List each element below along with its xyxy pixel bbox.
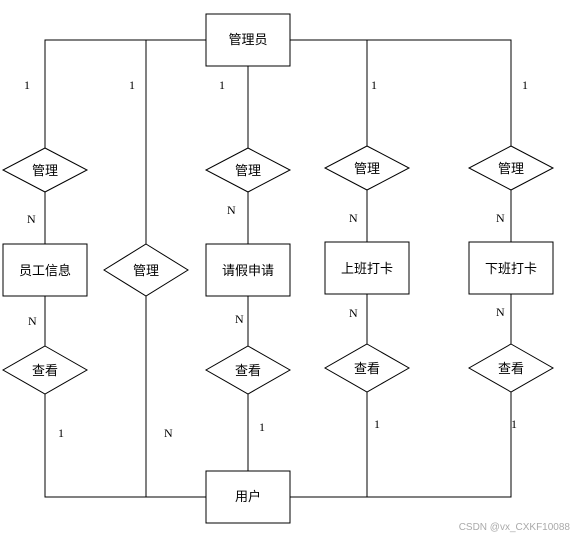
line-admin-clockout	[367, 39, 512, 146]
view-label: 查看	[498, 361, 524, 377]
cardinality-one: 1	[259, 420, 265, 434]
entity-clock-in-label: 上班打卡	[341, 262, 393, 277]
relationship-manage-user: 管理	[103, 243, 189, 297]
cardinality-many: N	[496, 211, 505, 225]
line-admin-clockin	[290, 39, 368, 146]
entity-admin-label: 管理员	[228, 33, 267, 48]
cardinality-one: 1	[374, 417, 380, 431]
entity-user-label: 用户	[235, 489, 261, 505]
cardinality-many: N	[27, 212, 36, 226]
line-admin-staff	[44, 39, 206, 148]
cardinality-many: N	[235, 312, 244, 326]
relationship-view-clockin: 查看	[323, 343, 411, 393]
manage-label: 管理	[235, 164, 261, 179]
entity-admin: 管理员	[205, 13, 291, 67]
relationship-view-leave: 查看	[204, 345, 292, 395]
cardinality-one: 1	[129, 78, 135, 92]
cardinality-many: N	[164, 426, 173, 440]
cardinality-one: 1	[511, 417, 517, 431]
cardinality-labels: 1 1 1 1 1 N N N N N N N N 1 N 1 1 1	[24, 78, 528, 440]
entity-staff-info: 员工信息	[2, 243, 88, 297]
connector-lines	[44, 39, 512, 498]
cardinality-one: 1	[24, 78, 30, 92]
view-label: 查看	[354, 361, 380, 377]
relationship-manage-leave: 管理	[204, 147, 292, 193]
entity-leave-request-label: 请假申请	[222, 264, 274, 279]
line-view-user-3	[290, 392, 368, 498]
line-view-user-4	[367, 392, 512, 498]
entity-clock-out: 下班打卡	[468, 241, 554, 295]
cardinality-many: N	[496, 305, 505, 319]
manage-label: 管理	[354, 162, 380, 177]
cardinality-many: N	[28, 314, 37, 328]
cardinality-one: 1	[371, 78, 377, 92]
relationship-view-clockout: 查看	[467, 343, 555, 393]
entity-user: 用户	[205, 470, 291, 524]
cardinality-one: 1	[522, 78, 528, 92]
line-view-user-1	[44, 394, 206, 498]
line-admin-user-manage	[145, 39, 206, 497]
cardinality-many: N	[227, 203, 236, 217]
watermark: CSDN @vx_CXKF10088	[459, 522, 571, 533]
entity-clock-in: 上班打卡	[324, 241, 410, 295]
view-label: 查看	[32, 363, 58, 379]
cardinality-many: N	[349, 211, 358, 225]
view-label: 查看	[235, 363, 261, 379]
relationship-manage-clockin: 管理	[323, 145, 411, 191]
cardinality-one: 1	[219, 78, 225, 92]
entity-leave-request: 请假申请	[205, 243, 291, 297]
manage-label: 管理	[498, 162, 524, 177]
manage-label: 管理	[133, 264, 159, 279]
entity-clock-out-label: 下班打卡	[485, 262, 537, 277]
cardinality-one: 1	[58, 426, 64, 440]
relationship-manage-staff: 管理	[1, 147, 89, 193]
relationship-manage-clockout: 管理	[467, 145, 555, 191]
manage-label: 管理	[32, 164, 58, 179]
cardinality-many: N	[349, 306, 358, 320]
relationship-view-staff: 查看	[1, 345, 89, 395]
entity-staff-info-label: 员工信息	[19, 263, 71, 279]
